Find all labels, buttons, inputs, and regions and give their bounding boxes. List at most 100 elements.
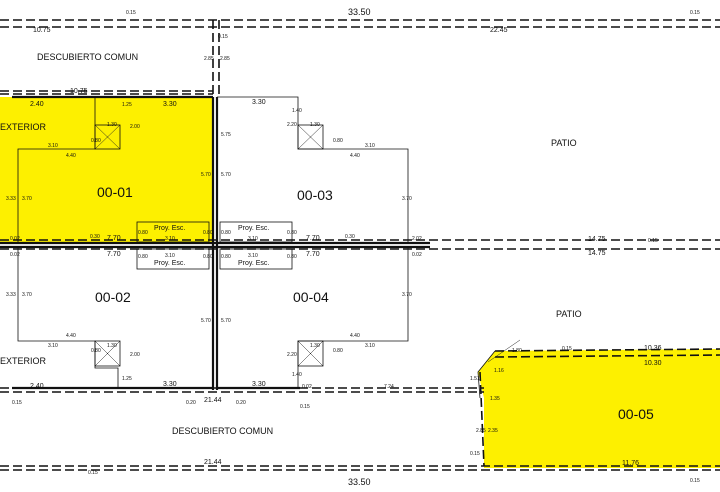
dimension-label: 1.30 xyxy=(107,343,117,349)
dimension-label: 0.80 xyxy=(91,138,101,144)
dimension-label: 2.02 xyxy=(412,236,422,242)
dimension-label: 10.75 xyxy=(70,88,88,95)
dimension-label: 5.70 xyxy=(221,172,231,178)
dimension-label: 0.15 xyxy=(218,34,228,40)
dimension-label: 7.70 xyxy=(306,235,320,242)
dimension-label: 2.00 xyxy=(130,352,140,358)
dimension-label: 0.02 xyxy=(10,252,20,258)
dimension-label: 2.85 xyxy=(220,56,230,62)
dimension-label: 0.15 xyxy=(648,238,658,244)
dimension-label: 2.20 xyxy=(287,352,297,358)
dimension-label: 3.33 xyxy=(6,196,16,202)
dimension-label: 10.75 xyxy=(33,27,51,34)
dimension-label: 2.40 xyxy=(30,383,44,390)
exterior-bottom-label: EXTERIOR xyxy=(0,356,47,366)
dimension-label: 1.40 xyxy=(292,108,302,114)
dimension-label: 0.20 xyxy=(236,400,246,406)
dimension-label: 3.33 xyxy=(6,292,16,298)
dimension-label: 0.80 xyxy=(333,348,343,354)
dimension-label: 2.40 xyxy=(30,101,44,108)
dimension-label: 4.40 xyxy=(350,153,360,159)
dimension-label: 5.70 xyxy=(221,318,231,324)
dimension-label: 0.80 xyxy=(221,254,231,260)
stair-width-label: 3.10 xyxy=(248,236,258,242)
dimension-label: 0.15 xyxy=(562,346,572,352)
dimension-label: 0.30 xyxy=(345,234,355,240)
dimension-label: 7.70 xyxy=(107,251,121,258)
dimension-label: 3.10 xyxy=(365,143,375,149)
dimension-label: 21.44 xyxy=(204,459,222,466)
dimension-label: 0.15 xyxy=(470,451,480,457)
dimension-label: 3.30 xyxy=(252,99,266,106)
dimension-label: 1.40 xyxy=(292,372,302,378)
dimension-label: 2.35 xyxy=(488,428,498,434)
dimension-label: 1.25 xyxy=(122,376,132,382)
dimension-label: 0.02 xyxy=(412,252,422,258)
descubierto-comun-bottom-label: DESCUBIERTO COMUN xyxy=(172,426,273,436)
unit-00-02-label: 00-02 xyxy=(95,289,131,305)
dimension-label: 0.80 xyxy=(287,230,297,236)
dimension-label: 0.20 xyxy=(186,400,196,406)
dimension-label: 14.75 xyxy=(588,236,606,243)
dimension-label: 1.51 xyxy=(470,376,480,382)
dimension-label: 0.02 xyxy=(302,384,312,390)
dimension-label: 0.15 xyxy=(690,478,700,484)
dimension-label: 7.70 xyxy=(306,251,320,258)
dimension-label: 0.80 xyxy=(203,254,213,260)
dimension-label: 7.70 xyxy=(107,235,121,242)
dimension-label: 0.80 xyxy=(91,348,101,354)
dashed-boundaries xyxy=(0,19,720,471)
dimension-label: 2.20 xyxy=(287,122,297,128)
dimension-label: 3.30 xyxy=(163,381,177,388)
dimension-label: 4.40 xyxy=(66,333,76,339)
patio-top-label: PATIO xyxy=(551,138,577,148)
stair-width-label: 3.10 xyxy=(248,253,258,259)
dimension-label: 0.80 xyxy=(333,138,343,144)
unit-00-03-label: 00-03 xyxy=(297,187,333,203)
dimension-label: 7.24 xyxy=(384,384,394,390)
dimension-label: 14.75 xyxy=(588,250,606,257)
proy-esc-label: Proy. Esc. xyxy=(238,260,269,267)
dimension-label: 0.15 xyxy=(300,404,310,410)
stair-width-label: 3.10 xyxy=(165,253,175,259)
proy-esc-label: Proy. Esc. xyxy=(154,225,185,232)
proy-esc-label: Proy. Esc. xyxy=(154,260,185,267)
unit-00-01-label: 00-01 xyxy=(97,184,133,200)
dimension-label: 3.70 xyxy=(22,292,32,298)
dimension-label: 0.15 xyxy=(88,470,98,476)
dimension-label: 3.10 xyxy=(48,143,58,149)
dimension-label: 3.30 xyxy=(252,381,266,388)
dimension-label: 5.75 xyxy=(221,132,231,138)
dimension-label: 0.80 xyxy=(203,230,213,236)
dimension-label: 0.15 xyxy=(12,400,22,406)
dimension-label: 0.15 xyxy=(126,10,136,16)
dimension-label: 10.36 xyxy=(644,345,662,352)
patio-bottom-label: PATIO xyxy=(556,309,582,319)
dimension-label: 3.70 xyxy=(402,196,412,202)
dimension-label: 1.80 xyxy=(512,348,522,354)
stair-width-label: 3.10 xyxy=(165,236,175,242)
exterior-top-label: EXTERIOR xyxy=(0,122,47,132)
dimension-label: 0.80 xyxy=(138,230,148,236)
dimension-label: 5.70 xyxy=(201,172,211,178)
dimension-label: 1.35 xyxy=(490,396,500,402)
dimension-label: 0.15 xyxy=(690,10,700,16)
dimension-label: 5.70 xyxy=(201,318,211,324)
dimension-label: 0.80 xyxy=(138,254,148,260)
dimension-label: 11.76 xyxy=(622,460,639,467)
dimension-label: 3.30 xyxy=(163,101,177,108)
dimension-label: 2.85 xyxy=(204,56,214,62)
dimension-label: 3.70 xyxy=(22,196,32,202)
dimension-total-bottom: 33.50 xyxy=(348,477,371,487)
unit-00-05-area xyxy=(478,349,720,468)
proy-esc-label: Proy. Esc. xyxy=(238,225,269,232)
dimension-label: 1.30 xyxy=(310,122,320,128)
dimension-label: 4.40 xyxy=(66,153,76,159)
walls xyxy=(0,95,430,390)
dimension-label: 0.80 xyxy=(221,230,231,236)
dimension-label: 1.30 xyxy=(310,343,320,349)
descubierto-comun-top-label: DESCUBIERTO COMUN xyxy=(37,52,138,62)
dimension-label: 3.10 xyxy=(365,343,375,349)
dimension-label: 3.70 xyxy=(402,292,412,298)
